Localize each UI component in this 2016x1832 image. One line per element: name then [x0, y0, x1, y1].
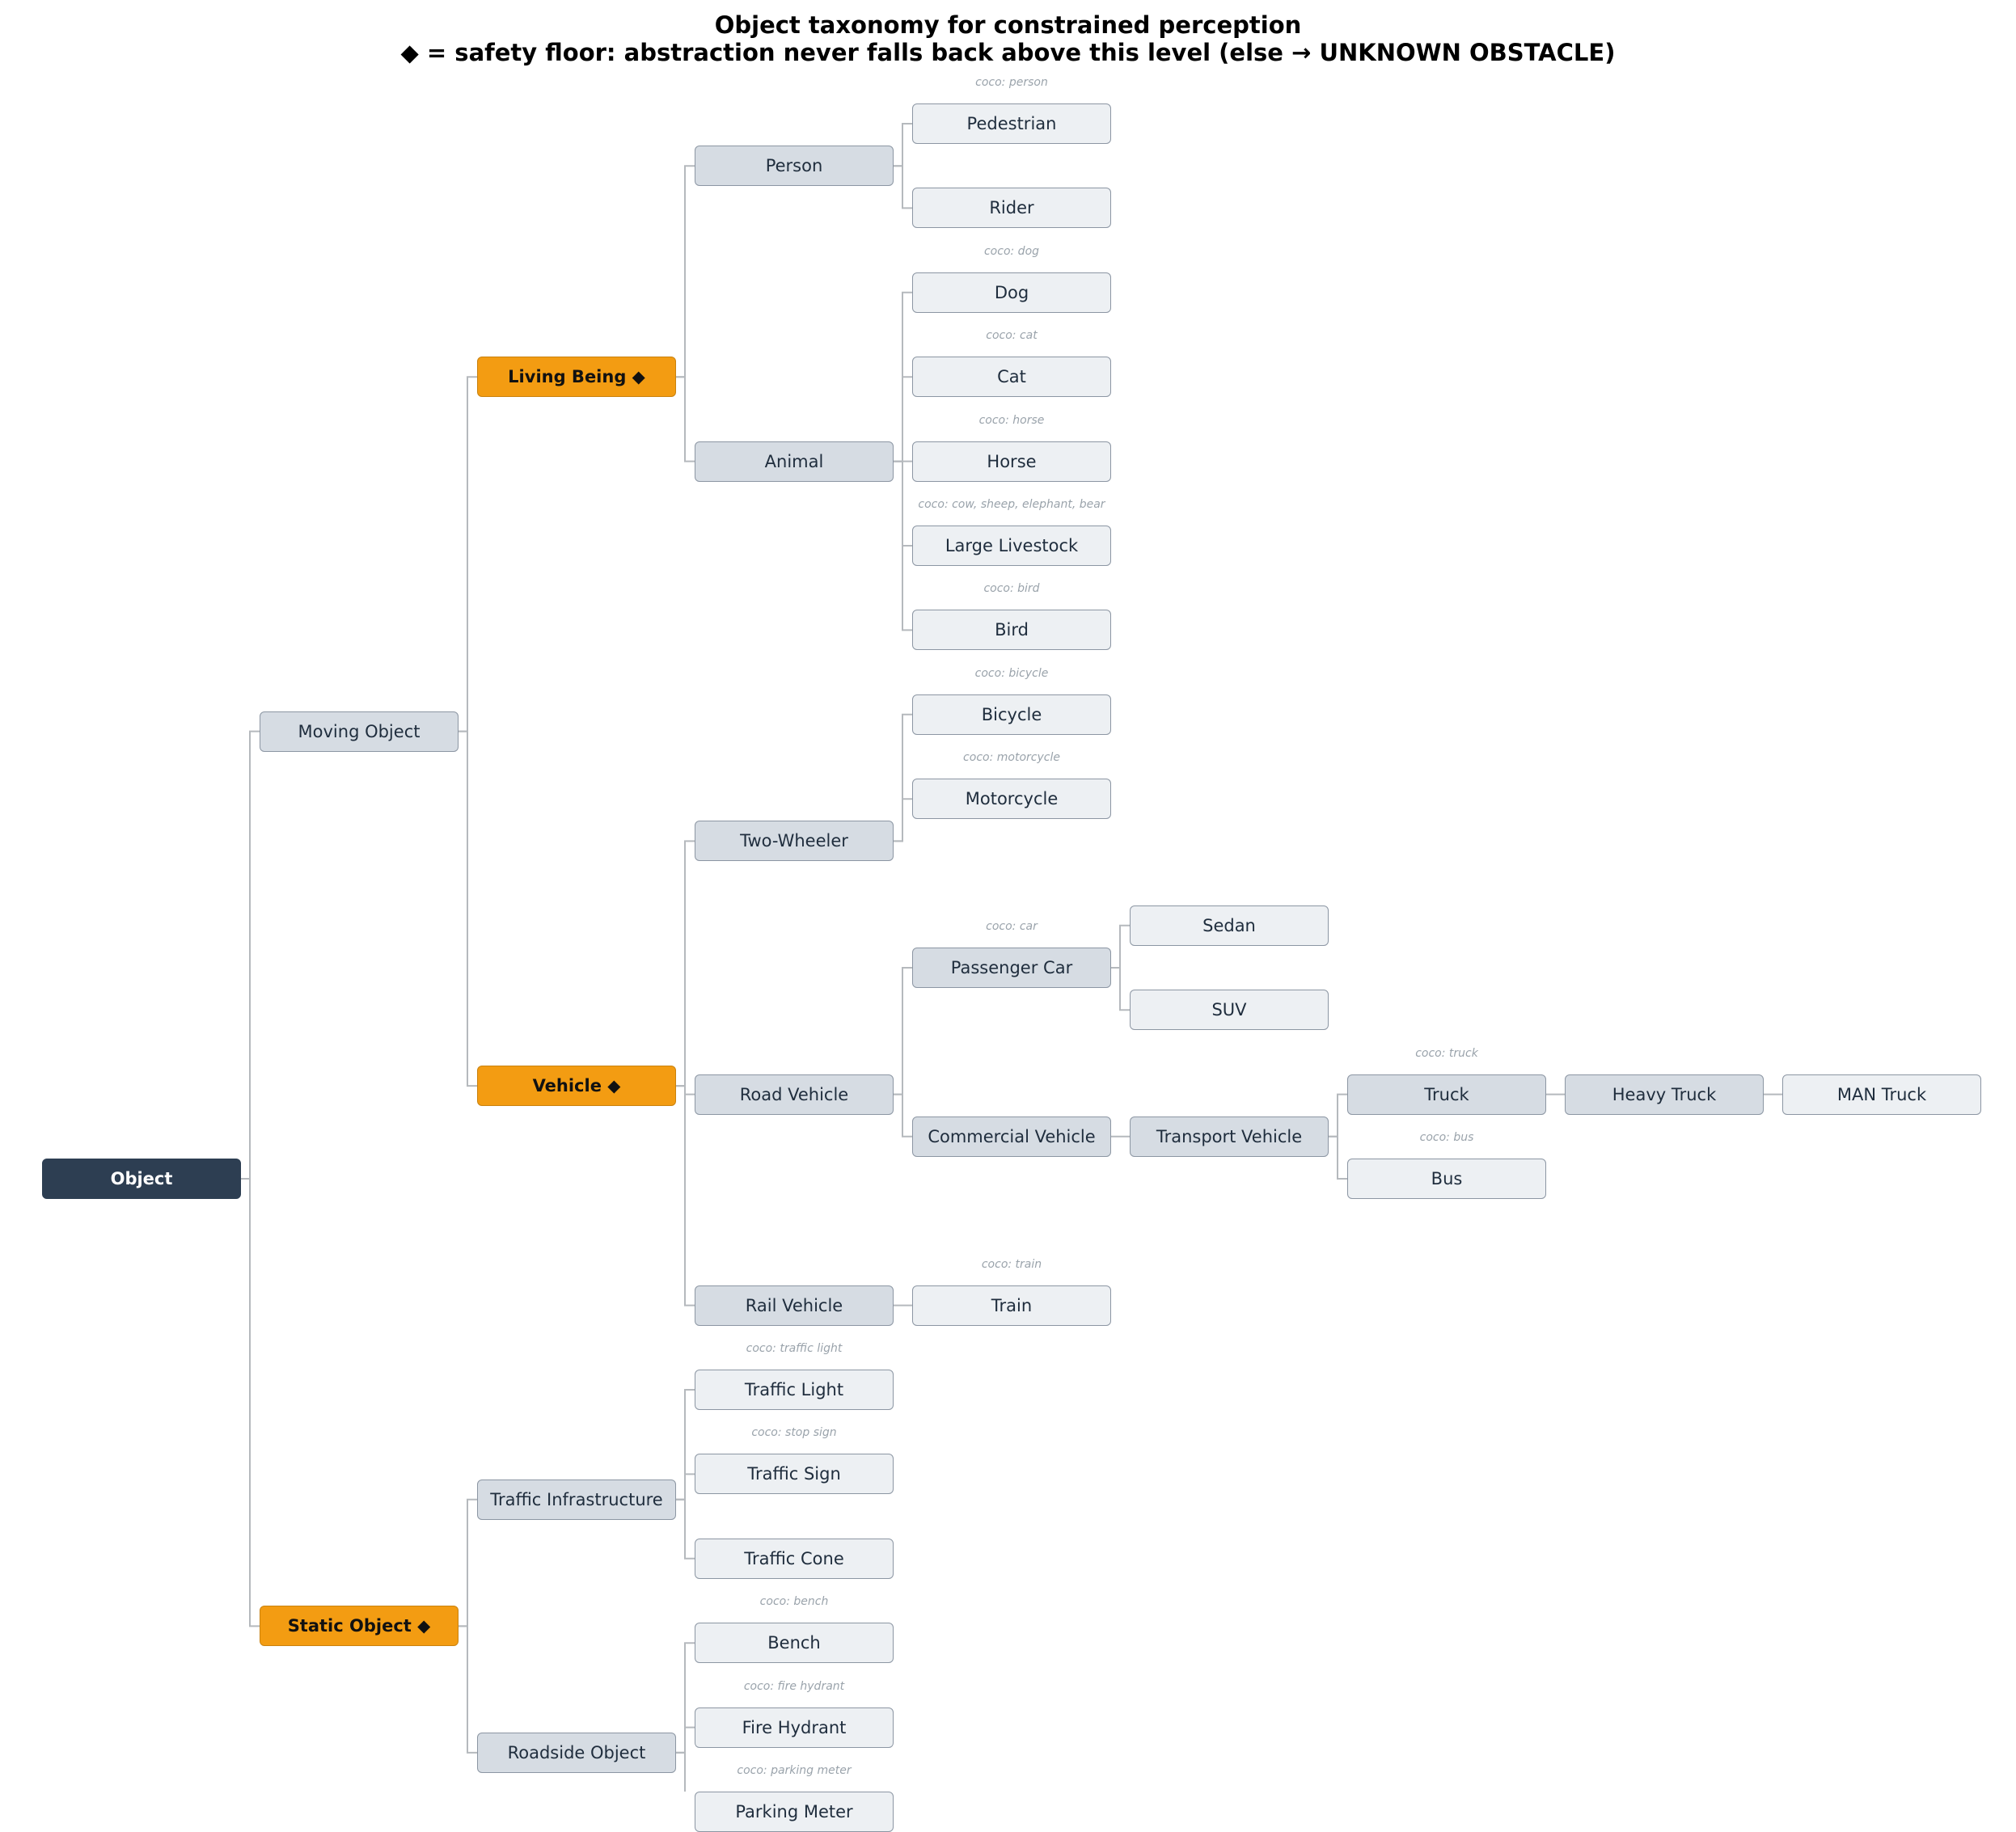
edge-roadside-object-to-fire-hydrant	[676, 1726, 695, 1754]
node-heavy-truck: Heavy Truck	[1565, 1074, 1764, 1115]
coco-note-traffic-sign: coco: stop sign	[751, 1426, 837, 1440]
coco-note-cat: coco: cat	[986, 329, 1038, 343]
edge-traffic-infrastructure-to-traffic-sign	[676, 1473, 695, 1501]
edge-moving-object-to-living-being	[459, 376, 477, 732]
node-large-livestock: Large Livestock	[912, 526, 1111, 566]
edge-static-object-to-roadside-object	[459, 1625, 477, 1754]
node-traffic-light: Traffic Light	[695, 1370, 894, 1410]
edge-object-to-static-object	[241, 1178, 260, 1627]
node-fire-hydrant: Fire Hydrant	[695, 1707, 894, 1748]
node-traffic-infrastructure: Traffic Infrastructure	[477, 1479, 676, 1520]
node-dog: Dog	[912, 272, 1111, 313]
node-traffic-sign: Traffic Sign	[695, 1454, 894, 1495]
coco-note-large-livestock: coco: cow, sheep, elephant, bear	[918, 498, 1105, 511]
coco-note-bird: coco: bird	[983, 582, 1040, 596]
edge-roadside-object-to-parking-meter	[676, 1751, 686, 1792]
coco-note-dog: coco: dog	[983, 244, 1040, 258]
node-commercial-vehicle: Commercial Vehicle	[912, 1116, 1111, 1157]
node-motorcycle: Motorcycle	[912, 779, 1111, 820]
coco-note-bench: coco: bench	[759, 1595, 829, 1609]
edge-two-wheeler-to-motorcycle	[894, 798, 912, 842]
coco-note-fire-hydrant: coco: fire hydrant	[743, 1679, 845, 1693]
edge-vehicle-to-rail-vehicle	[676, 1085, 695, 1306]
coco-note-bus: coco: bus	[1419, 1131, 1474, 1144]
coco-note-traffic-light: coco: traffic light	[746, 1342, 843, 1355]
node-cat: Cat	[912, 357, 1111, 398]
edge-passenger-car-to-suv	[1111, 967, 1130, 1011]
node-object: Object	[42, 1159, 241, 1199]
coco-note-bicycle: coco: bicycle	[974, 666, 1049, 680]
node-truck: Truck	[1347, 1074, 1546, 1115]
node-moving-object: Moving Object	[260, 711, 459, 752]
node-person: Person	[695, 146, 894, 187]
edge-living-being-to-animal	[676, 376, 695, 462]
node-train: Train	[912, 1285, 1111, 1326]
node-man-truck: MAN Truck	[1782, 1074, 1981, 1115]
node-static-object: Static Object ◆	[260, 1606, 459, 1647]
edge-static-object-to-traffic-infrastructure	[459, 1498, 477, 1627]
edge-passenger-car-to-sedan	[1111, 924, 1130, 969]
node-animal: Animal	[695, 441, 894, 482]
coco-note-motorcycle: coco: motorcycle	[963, 751, 1060, 765]
tree-edges	[241, 123, 1782, 1792]
node-transport-vehicle: Transport Vehicle	[1130, 1116, 1329, 1157]
node-two-wheeler: Two-Wheeler	[695, 821, 894, 862]
coco-note-pedestrian: coco: person	[975, 76, 1048, 89]
node-bicycle: Bicycle	[912, 694, 1111, 735]
coco-note-truck: coco: truck	[1415, 1046, 1478, 1060]
node-bus: Bus	[1347, 1159, 1546, 1199]
node-sedan: Sedan	[1130, 905, 1329, 946]
edge-animal-to-bird	[894, 460, 912, 631]
edge-person-to-pedestrian	[894, 123, 912, 167]
diagram-title: Object taxonomy for constrained percepti…	[714, 11, 1302, 39]
node-parking-meter: Parking Meter	[695, 1792, 894, 1832]
edge-animal-to-cat	[894, 376, 912, 462]
edge-person-to-rider	[894, 165, 912, 209]
edge-road-vehicle-to-commercial-vehicle	[894, 1093, 912, 1138]
node-vehicle: Vehicle ◆	[477, 1066, 676, 1107]
node-bench: Bench	[695, 1623, 894, 1664]
edge-traffic-infrastructure-to-traffic-cone	[676, 1498, 695, 1560]
diagram-subtitle: ◆ = safety floor: abstraction never fall…	[400, 39, 1616, 66]
node-suv: SUV	[1130, 990, 1329, 1031]
node-pedestrian: Pedestrian	[912, 103, 1111, 144]
node-horse: Horse	[912, 441, 1111, 482]
edge-transport-vehicle-to-truck	[1329, 1093, 1347, 1138]
coco-note-train: coco: train	[981, 1257, 1042, 1271]
node-traffic-cone: Traffic Cone	[695, 1538, 894, 1579]
coco-note-horse: coco: horse	[978, 413, 1045, 427]
node-bird: Bird	[912, 610, 1111, 651]
node-roadside-object: Roadside Object	[477, 1732, 676, 1773]
edge-road-vehicle-to-passenger-car	[894, 967, 912, 1095]
edge-transport-vehicle-to-bus	[1329, 1135, 1347, 1180]
edge-object-to-moving-object	[241, 730, 260, 1180]
node-passenger-car: Passenger Car	[912, 948, 1111, 988]
node-rider: Rider	[912, 188, 1111, 229]
coco-note-passenger-car: coco: car	[986, 920, 1038, 933]
node-road-vehicle: Road Vehicle	[695, 1074, 894, 1115]
edge-moving-object-to-vehicle	[459, 730, 477, 1087]
node-living-being: Living Being ◆	[477, 357, 676, 398]
edge-vehicle-to-two-wheeler	[676, 840, 695, 1087]
coco-note-parking-meter: coco: parking meter	[737, 1764, 852, 1777]
edge-living-being-to-person	[676, 165, 695, 378]
node-rail-vehicle: Rail Vehicle	[695, 1285, 894, 1326]
